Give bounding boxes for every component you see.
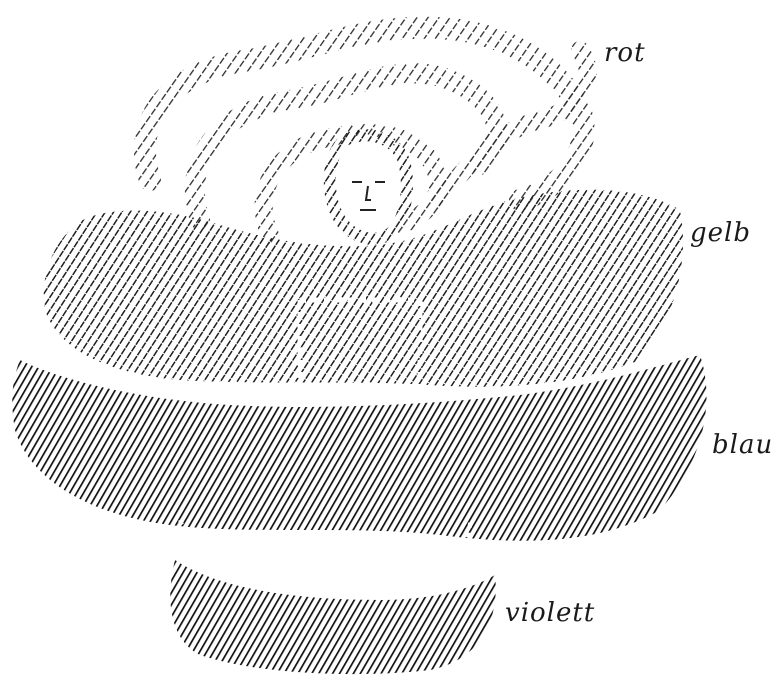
label-gelb: gelb <box>690 220 751 246</box>
figure-head <box>330 135 407 239</box>
violett-band <box>170 560 495 674</box>
blau-band <box>12 355 706 541</box>
violett-zone <box>170 560 495 674</box>
label-rot: rot <box>604 40 646 66</box>
blau-zone <box>12 355 706 589</box>
label-blau: blau <box>712 432 773 458</box>
label-violett: violett <box>505 600 595 626</box>
